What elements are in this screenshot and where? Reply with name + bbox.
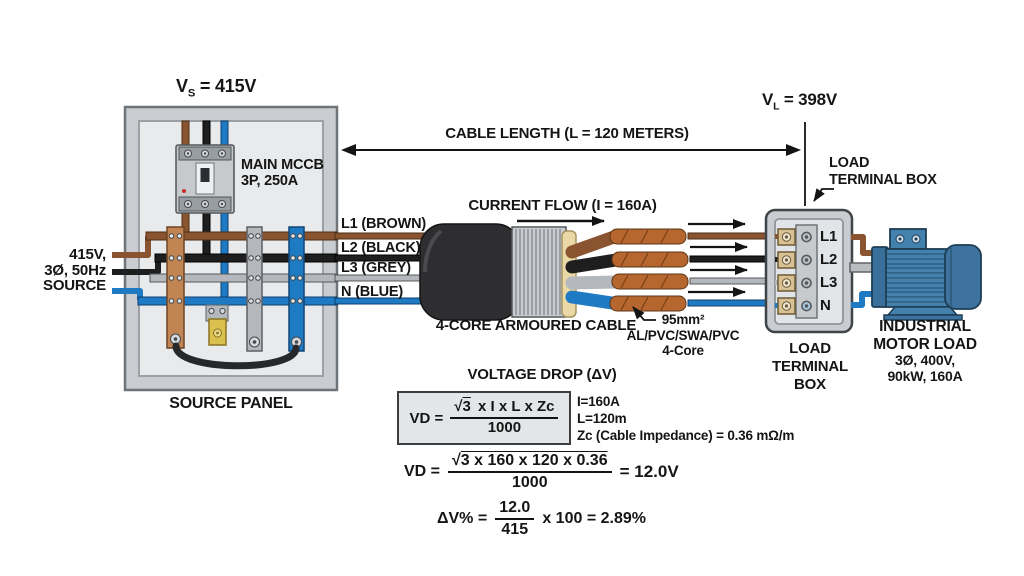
armour-ribs bbox=[515, 229, 561, 315]
terminal-label-l1: L1 bbox=[820, 228, 838, 245]
source-label: 415V, 3Ø, 50Hz SOURCE bbox=[43, 246, 106, 294]
cable-name-label: 4-CORE ARMOURED CABLE bbox=[435, 317, 637, 334]
copper-conductor-ends bbox=[609, 228, 689, 312]
motor-label: INDUSTRIAL MOTOR LOAD 3Ø, 400V, 90kW, 16… bbox=[873, 318, 977, 384]
cable-length-dimension bbox=[341, 122, 806, 206]
cable-length-label: CABLE LENGTH (L = 120 METERS) bbox=[445, 125, 689, 142]
load-box-pointer-label: LOAD TERMINAL BOX bbox=[829, 155, 937, 188]
busbar-screws bbox=[168, 233, 303, 304]
wire-label-n: N (BLUE) bbox=[341, 284, 404, 300]
source-panel-label: SOURCE PANEL bbox=[169, 395, 293, 412]
neutral-loop-cable bbox=[172, 342, 300, 370]
vertical-busbars bbox=[166, 226, 305, 352]
load-box-label: LOAD TERMINAL BOX bbox=[772, 340, 848, 393]
cable-spec-label: 95mm² AL/PVC/SWA/PVC 4-Core bbox=[626, 312, 740, 358]
load-box-pointer-arrow bbox=[813, 188, 834, 202]
armoured-cable-graphic bbox=[419, 223, 689, 321]
motor-fins bbox=[887, 253, 947, 303]
terminal-label-l3: L3 bbox=[820, 274, 838, 291]
current-flow-label: CURRENT FLOW (I = 160A) bbox=[468, 197, 657, 214]
mccb-breaker bbox=[175, 144, 235, 214]
mccb-status-led bbox=[182, 189, 186, 193]
percentage-calculation-line: ΔV% = 12.0 415 x 100 = 2.89% bbox=[437, 499, 646, 538]
current-flow-arrows bbox=[517, 216, 748, 297]
wire-label-l3: L3 (GREY) bbox=[341, 260, 411, 276]
busbar-end-screws bbox=[170, 333, 302, 348]
cable-cores bbox=[565, 230, 623, 310]
mccb-label: MAIN MCCB 3P, 250A bbox=[241, 157, 324, 189]
motor-junction-box bbox=[889, 228, 927, 250]
brass-terminal-link bbox=[205, 304, 229, 346]
formula-parameters: I=160A L=120m Zc (Cable Impedance) = 0.3… bbox=[577, 394, 795, 443]
cable-spec-pointer-arrow bbox=[632, 306, 656, 321]
vd-calculation-line: VD = √3 x 160 x 120 x 0.36 1000 = 12.0V bbox=[404, 452, 679, 491]
terminal-label-n: N bbox=[820, 297, 831, 314]
load-terminal-box-graphic bbox=[764, 208, 854, 334]
terminal-label-l2: L2 bbox=[820, 251, 838, 268]
load-voltage-label: VL = 398V bbox=[762, 90, 838, 113]
wire-label-l1: L1 (BROWN) bbox=[341, 216, 426, 232]
voltage-drop-formula-box: VD = √3 x I x L x Zc 1000 bbox=[397, 391, 571, 445]
motor-graphic bbox=[849, 228, 982, 321]
box-to-motor-wires bbox=[851, 234, 874, 308]
wire-label-l2: L2 (BLACK) bbox=[341, 240, 421, 256]
voltage-drop-title: VOLTAGE DROP (ΔV) bbox=[467, 366, 617, 383]
source-voltage-label: VS = 415V bbox=[176, 76, 257, 100]
terminal-rows bbox=[777, 228, 812, 315]
